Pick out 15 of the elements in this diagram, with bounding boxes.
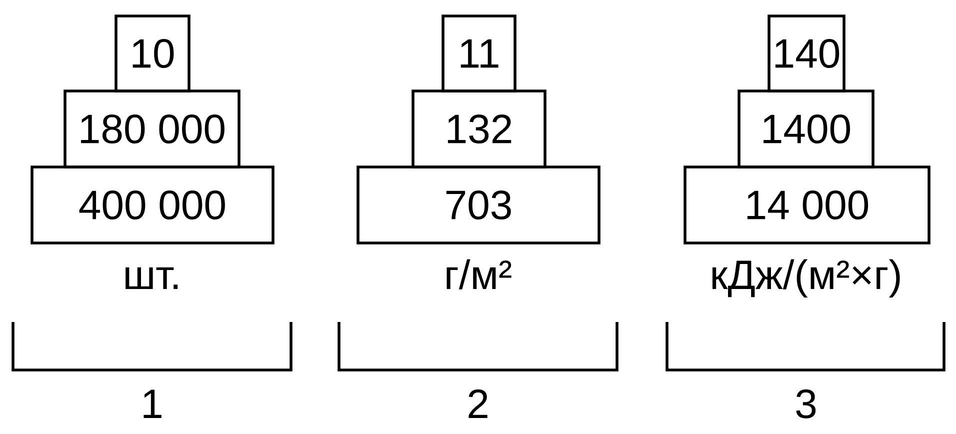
value-box: 10	[114, 14, 190, 92]
unit-label: кДж/(м²×г)	[712, 259, 900, 298]
value-box: 140	[768, 14, 846, 92]
value-box: 180 000	[64, 90, 240, 168]
value-box: 400 000	[30, 166, 274, 244]
unit-label: г/м²	[446, 259, 512, 290]
number-label: 3	[796, 389, 816, 418]
value-box: 1400	[738, 90, 874, 168]
number-label: 1	[144, 390, 162, 418]
value-box: 11	[442, 14, 516, 92]
unit-label: шт.	[126, 267, 178, 289]
number-label: 2	[468, 389, 488, 418]
value-box: 132	[412, 90, 546, 168]
value-box: 14 000	[684, 166, 930, 244]
value-box: 703	[356, 166, 600, 244]
